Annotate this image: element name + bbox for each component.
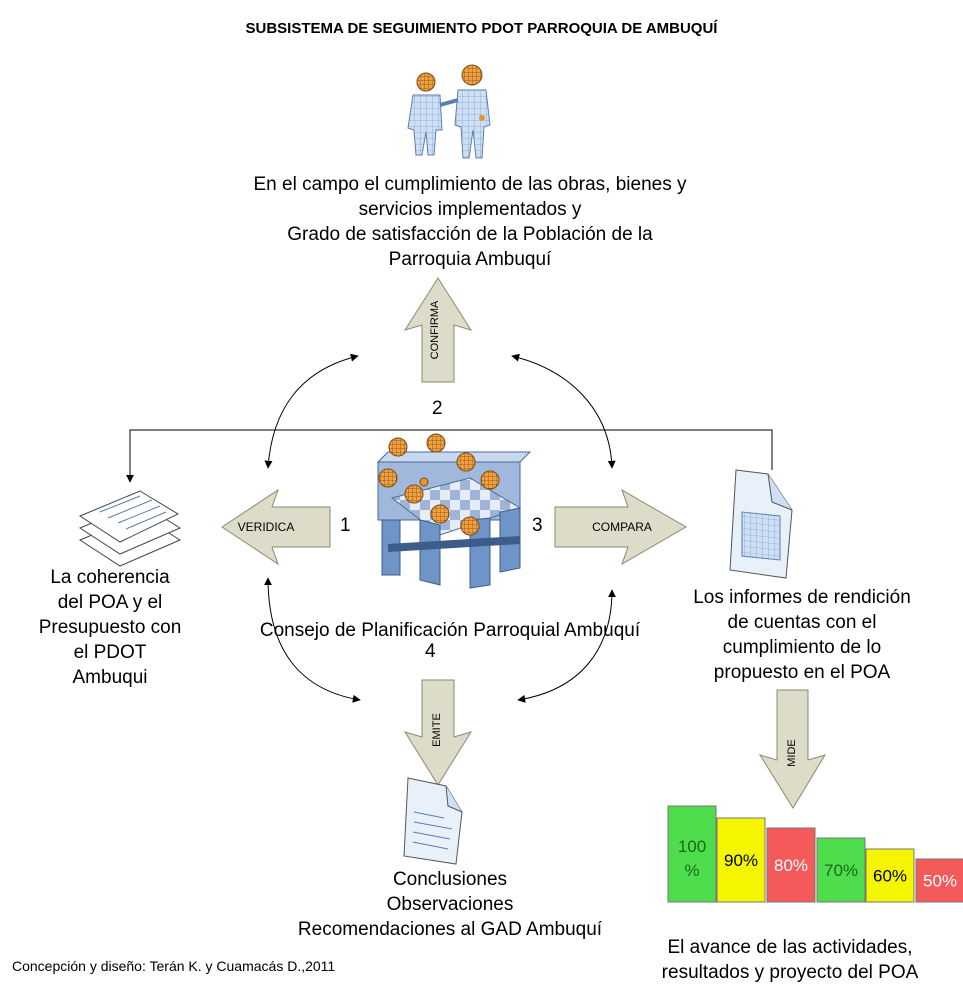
progress-bar-label: 70%: [824, 861, 858, 880]
report-document-icon: [403, 777, 463, 865]
progress-bar: [865, 848, 915, 903]
curve-arrow-bottom-right: [517, 589, 616, 703]
right-description-line: de cuentas con el: [727, 612, 877, 633]
left-description: La coherencia del POA y el Presupuesto c…: [10, 565, 210, 690]
right-description: Los informes de rendición de cuentas con…: [662, 585, 942, 685]
compara-arrow: COMPARA: [554, 488, 687, 566]
page-title: SUBSISTEMA DE SEGUIMIENTO PDOT PARROQUIA…: [245, 20, 718, 37]
step-number-4: 4: [425, 641, 436, 662]
top-description-line: En el campo el cumplimiento de las obras…: [253, 174, 687, 195]
left-description-line: Ambuqui: [72, 667, 148, 688]
progress-bar-label: 80%: [774, 856, 808, 875]
step-number-3: 3: [532, 515, 543, 536]
top-description: En el campo el cumplimiento de las obras…: [190, 172, 750, 272]
right-description-line: Los informes de rendición: [693, 587, 911, 608]
compara-label: COMPARA: [592, 520, 652, 534]
mide-label: MIDE: [786, 739, 798, 767]
progress-bar: [915, 858, 963, 903]
connector-line: [126, 429, 773, 483]
curve-arrow-top-left: [264, 353, 359, 469]
veridica-label: VERIDICA: [238, 520, 295, 534]
veridica-arrow: VERIDICA: [221, 488, 331, 566]
bottom-description: Conclusiones Observaciones Recomendacion…: [230, 867, 670, 942]
confirma-label: CONFIRMA: [429, 300, 441, 359]
curve-arrow-bottom-left: [264, 577, 361, 703]
emite-label: EMITE: [431, 713, 443, 747]
right-description-line: propuesto en el POA: [713, 662, 891, 683]
progress-bar-label: 60%: [873, 867, 907, 886]
progress-bar-label: 50%: [923, 872, 957, 891]
progress-bar: [766, 827, 816, 903]
progress-bar: [716, 817, 766, 903]
top-description-line: servicios implementados y: [358, 199, 582, 220]
center-label: Consejo de Planificación Parroquial Ambu…: [259, 620, 641, 641]
top-description-line: Parroquia Ambuquí: [388, 249, 552, 270]
progress-bars: 100% 90% 80% 70% 60% 50%: [667, 805, 963, 903]
progress-bar-label: 90%: [724, 851, 758, 870]
handshake-icon: [407, 64, 491, 159]
document-stack-icon: [78, 490, 182, 567]
progress-caption-line: El avance de las actividades,: [667, 937, 913, 958]
mide-arrow: MIDE: [758, 689, 827, 809]
top-description-line: Grado de satisfacción de la Población de…: [287, 224, 653, 245]
bottom-description-line: Observaciones: [386, 894, 514, 915]
confirma-arrow: CONFIRMA: [403, 277, 473, 383]
step-number-2: 2: [432, 398, 443, 419]
step-number-1: 1: [340, 515, 351, 536]
emite-arrow: EMITE: [403, 679, 473, 786]
bottom-description-line: Conclusiones: [392, 869, 508, 890]
progress-bar: [816, 837, 866, 903]
left-description-line: La coherencia: [50, 567, 170, 588]
progress-caption-line: resultados y proyecto del POA: [661, 962, 919, 983]
curve-arrow-top-right: [511, 353, 616, 469]
left-description-line: del POA y el: [57, 592, 163, 613]
left-description-line: Presupuesto con: [38, 617, 182, 638]
progress-bar: [667, 805, 717, 903]
progress-bar-label: 100%: [678, 837, 706, 880]
progress-caption: El avance de las actividades, resultados…: [635, 935, 945, 985]
right-description-line: cumplimiento de lo: [722, 637, 882, 658]
credit-note: Concepción y diseño: Terán K. y Cuamacás…: [12, 958, 336, 974]
left-description-line: el PDOT: [73, 642, 147, 663]
bottom-description-line: Recomendaciones al GAD Ambuquí: [297, 919, 603, 940]
spreadsheet-icon: [729, 469, 793, 579]
meeting-table-icon: [376, 433, 532, 589]
